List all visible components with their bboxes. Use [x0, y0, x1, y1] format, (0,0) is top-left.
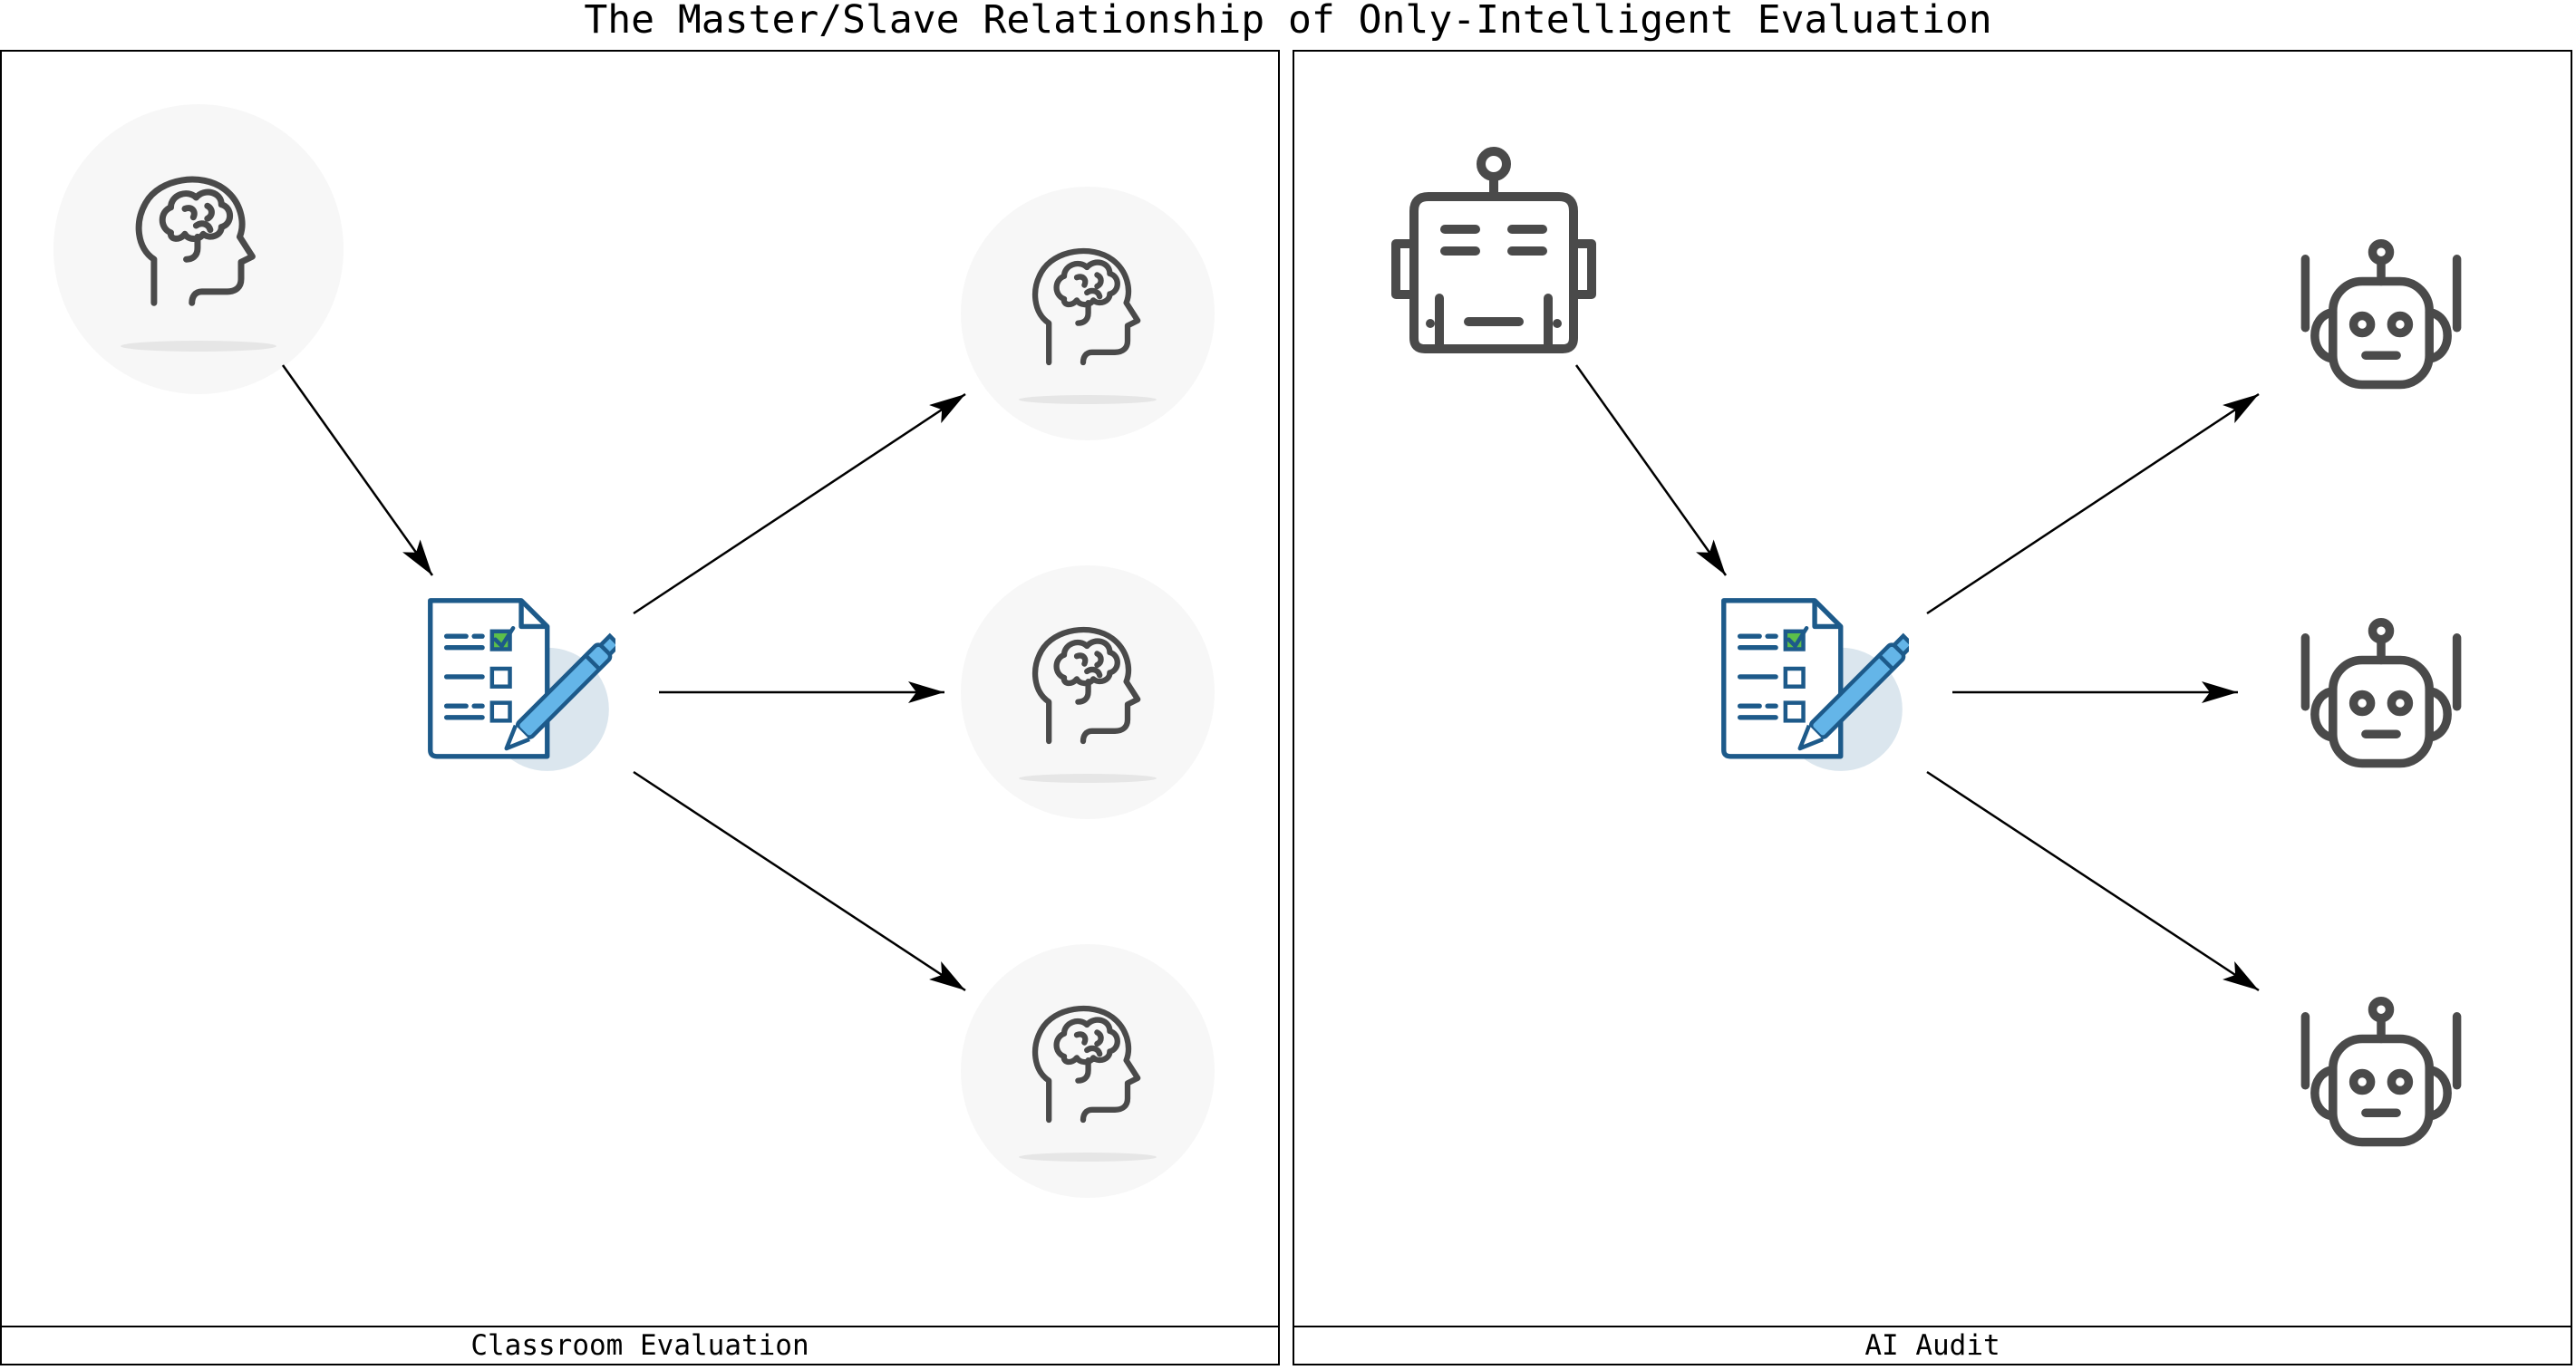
- master-teacher-node: [53, 104, 344, 394]
- arrow-master-to-checklist: [1574, 364, 1728, 576]
- arrow-checklist-to-model-3: [1926, 770, 2260, 992]
- arrow-checklist-to-model-1: [1926, 392, 2260, 615]
- model-node-1: [2305, 244, 2456, 385]
- arrow-checklist-to-student-1: [633, 392, 966, 615]
- panel-caption: Classroom Evaluation: [2, 1326, 1278, 1364]
- robot-head-icon: [2305, 622, 2456, 764]
- evaluation-checklist-node: [431, 601, 622, 771]
- arrow-master-to-checklist: [281, 364, 434, 576]
- panel-caption: AI Audit: [1294, 1326, 2571, 1364]
- student-node-3: [961, 944, 1215, 1198]
- figure-title: The Master/Slave Relationship of Only-In…: [584, 0, 1992, 43]
- robot-head-icon: [2305, 1001, 2456, 1143]
- arrow-checklist-to-student-3: [633, 770, 966, 992]
- master-ai-node: [1396, 151, 1592, 349]
- student-node-1: [961, 187, 1215, 440]
- ai-audit-panel: AI Audit: [1293, 50, 2572, 1365]
- classroom-evaluation-panel: Classroom Evaluation: [0, 50, 1280, 1365]
- model-node-3: [2305, 1001, 2456, 1143]
- evaluation-checklist-node: [1724, 601, 1915, 771]
- robot-head-icon: [1396, 151, 1592, 349]
- checklist-clipboard-icon: [431, 601, 622, 771]
- classroom-diagram: [53, 104, 1215, 1198]
- student-node-2: [961, 565, 1215, 819]
- checklist-clipboard-icon: [1724, 601, 1915, 771]
- ai-audit-diagram: [1294, 52, 2571, 1327]
- robot-head-icon: [2305, 244, 2456, 385]
- model-node-2: [2305, 622, 2456, 764]
